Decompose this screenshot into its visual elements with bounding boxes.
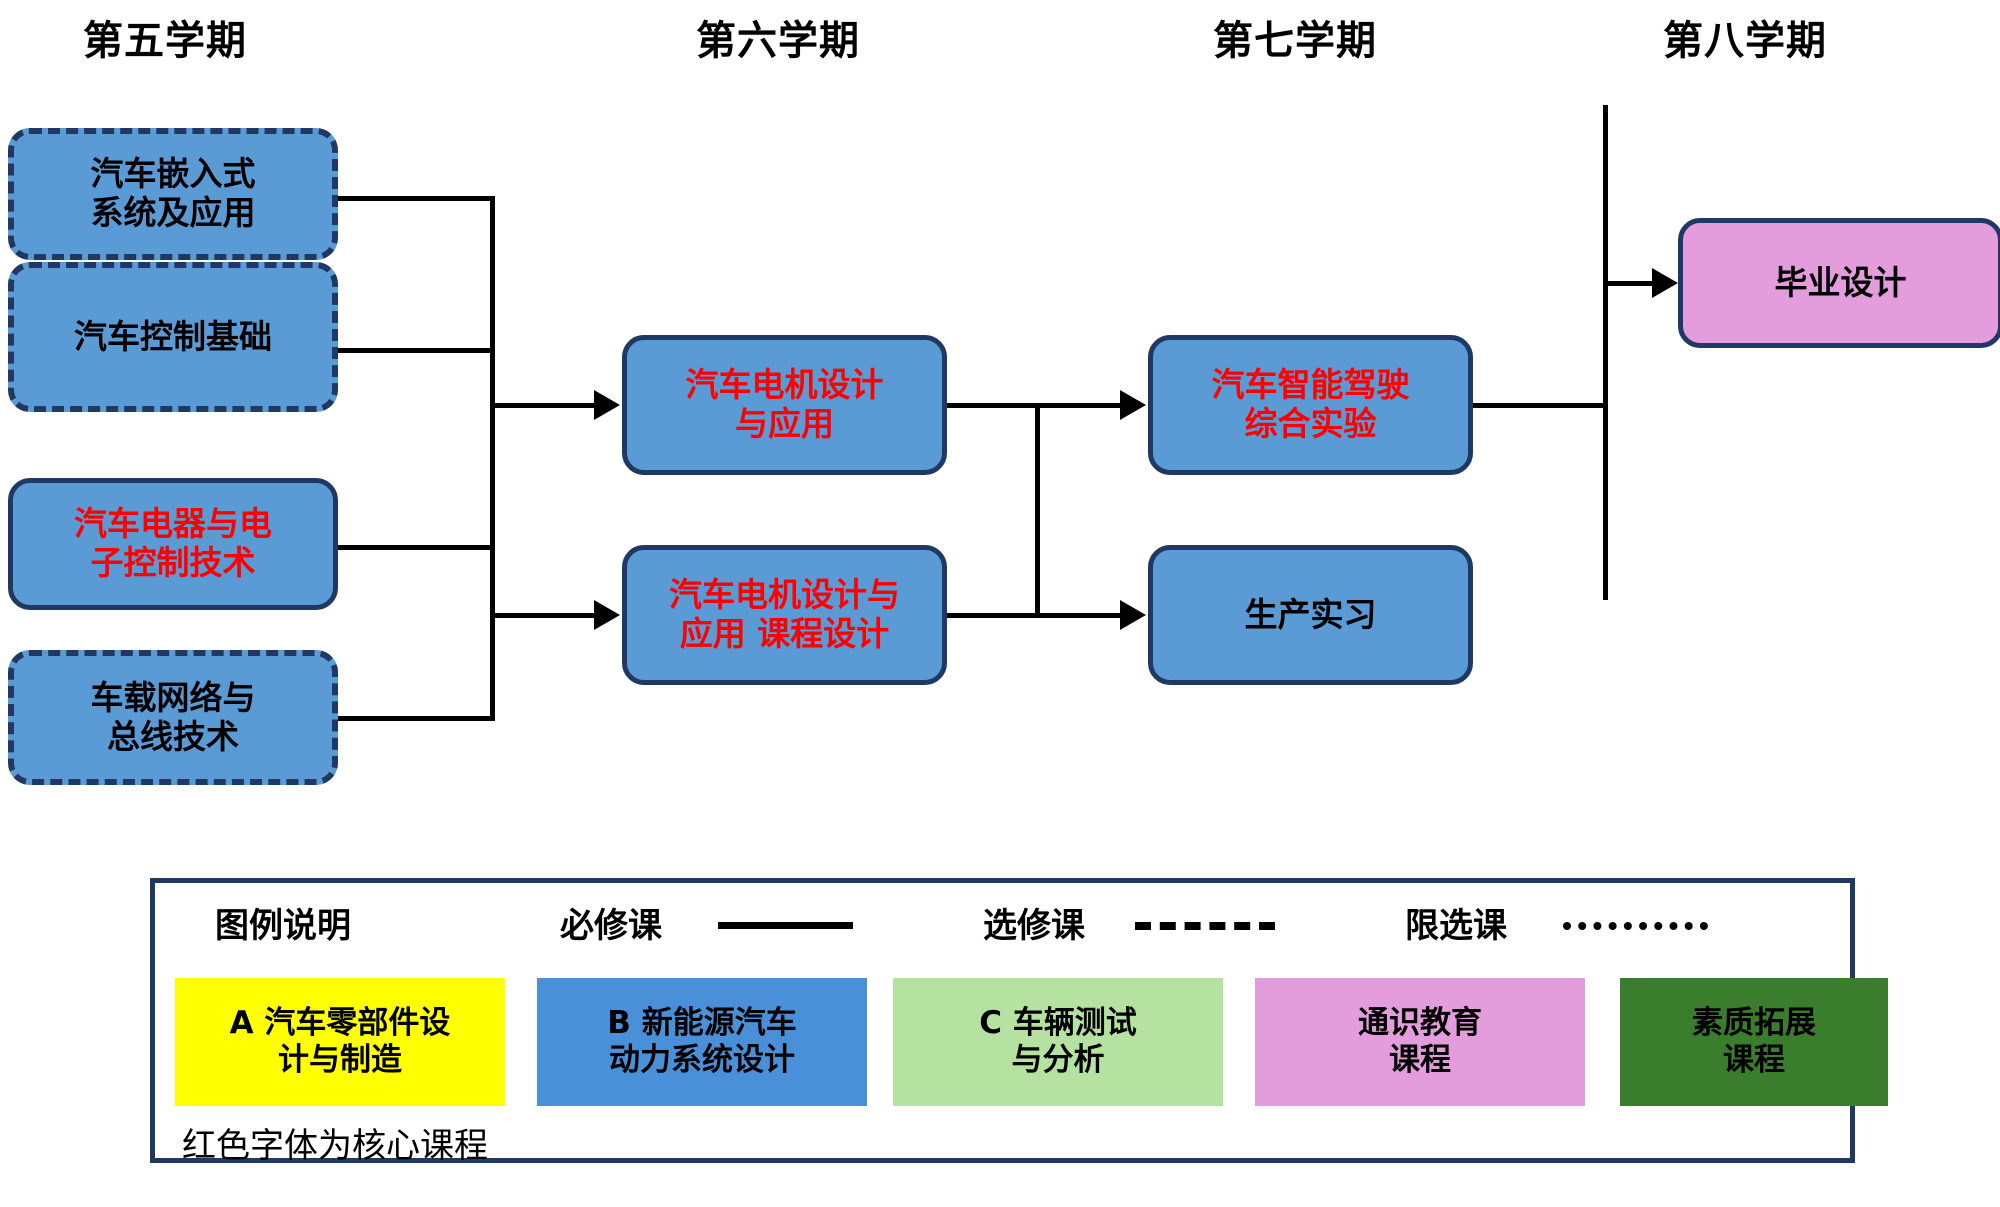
vertical-bus-semester6 — [1035, 403, 1040, 618]
arrow-bus2-to-intelligent-driving — [1035, 403, 1123, 408]
vertical-bus-semester5 — [490, 196, 495, 721]
legend-swatch-label: 素质拓展 课程 — [1692, 1004, 1816, 1078]
legend-swatch-module-b: B 新能源汽车 动力系统设计 — [537, 978, 867, 1106]
course-label: 汽车电器与电 子控制技术 — [74, 504, 272, 582]
legend-swatch-general-education: 通识教育 课程 — [1255, 978, 1585, 1106]
connector-course-project-to-bus2 — [947, 613, 1040, 618]
course-box-intelligent-driving-experiment[interactable]: 汽车智能驾驶 综合实验 — [1148, 335, 1473, 475]
legend-solid-line-icon — [718, 922, 853, 929]
semester-header-5: 第五学期 — [83, 18, 247, 64]
legend-swatch-label: 通识教育 课程 — [1358, 1004, 1482, 1078]
legend-swatch-label: A 汽车零部件设 计与制造 — [229, 1004, 451, 1078]
arrowhead-production-internship — [1120, 600, 1146, 630]
legend-title: 图例说明 — [215, 906, 351, 946]
course-label: 汽车智能驾驶 综合实验 — [1211, 365, 1410, 443]
connector-control-to-bus — [338, 348, 494, 353]
course-box-auto-embedded-systems[interactable]: 汽车嵌入式 系统及应用 — [8, 128, 338, 260]
connector-electrical-to-bus — [338, 545, 494, 550]
connector-embedded-to-bus — [338, 196, 494, 201]
legend-elective-course-label: 选修课 — [983, 906, 1085, 946]
legend-swatch-module-a: A 汽车零部件设 计与制造 — [175, 978, 505, 1106]
course-label: 生产实习 — [1244, 594, 1377, 634]
course-label: 毕业设计 — [1774, 262, 1907, 302]
course-box-auto-electrical-electronic-control[interactable]: 汽车电器与电 子控制技术 — [8, 478, 338, 610]
arrow-bus-to-course-project — [490, 613, 596, 618]
arrow-bus-to-motor-design — [490, 403, 596, 408]
connector-motor-design-to-bus2 — [947, 403, 1040, 408]
course-box-graduation-design[interactable]: 毕业设计 — [1678, 218, 2000, 348]
semester-header-7: 第七学期 — [1213, 18, 1377, 64]
semester-header-8: 第八学期 — [1663, 18, 1827, 64]
course-box-auto-control-fundamentals[interactable]: 汽车控制基础 — [8, 262, 338, 412]
course-box-vehicle-network-bus[interactable]: 车载网络与 总线技术 — [8, 650, 338, 785]
course-label: 汽车嵌入式 系统及应用 — [90, 154, 256, 232]
arrowhead-intelligent-driving — [1120, 390, 1146, 420]
legend-restricted-elective-label: 限选课 — [1405, 906, 1507, 946]
course-label: 车载网络与 总线技术 — [90, 677, 256, 756]
arrow-bus3-to-graduation — [1603, 281, 1655, 286]
arrowhead-motor-design — [594, 390, 620, 420]
course-label: 汽车控制基础 — [74, 316, 272, 356]
course-label: 汽车电机设计 与应用 — [685, 365, 884, 443]
legend-required-course-label: 必修课 — [560, 906, 662, 946]
arrowhead-graduation-design — [1652, 268, 1678, 298]
course-box-production-internship[interactable]: 生产实习 — [1148, 545, 1473, 685]
course-box-auto-motor-design-course-project[interactable]: 汽车电机设计与 应用 课程设计 — [622, 545, 947, 685]
legend-swatch-label: C 车辆测试 与分析 — [979, 1004, 1137, 1078]
connector-network-to-bus — [338, 716, 494, 721]
legend-swatch-quality-development: 素质拓展 课程 — [1620, 978, 1888, 1106]
connector-intelligent-driving-to-bus3 — [1473, 403, 1608, 408]
legend-swatch-label: B 新能源汽车 动力系统设计 — [607, 1004, 797, 1078]
legend-dashed-line-icon — [1135, 922, 1275, 930]
arrowhead-course-project — [594, 600, 620, 630]
legend-core-course-note: 红色字体为核心课程 — [182, 1126, 488, 1166]
vertical-bus-semester7 — [1603, 105, 1608, 600]
course-box-auto-motor-design-application[interactable]: 汽车电机设计 与应用 — [622, 335, 947, 475]
legend-dotted-line-icon — [1563, 922, 1708, 930]
arrow-bus2-to-production-internship — [1035, 613, 1123, 618]
course-label: 汽车电机设计与 应用 课程设计 — [669, 575, 900, 653]
legend-swatch-module-c: C 车辆测试 与分析 — [893, 978, 1223, 1106]
semester-header-6: 第六学期 — [696, 18, 860, 64]
